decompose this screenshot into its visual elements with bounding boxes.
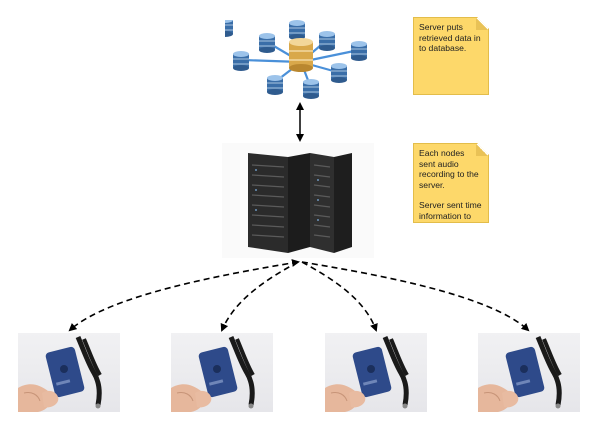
note-database-text: Server puts retrieved data in to databas… <box>419 22 481 53</box>
node-photo-4 <box>478 333 580 412</box>
central-database-icon <box>289 38 313 72</box>
recording-node-icon <box>478 336 562 412</box>
server-rack-image <box>222 143 374 258</box>
node-photo-3 <box>325 333 427 412</box>
server-rack-icon <box>248 153 352 253</box>
db-cylinder <box>225 20 233 37</box>
connector-node-3 <box>301 261 378 332</box>
connector-node-1 <box>68 259 300 332</box>
connector-node-2 <box>220 261 299 332</box>
node-photo-1 <box>18 333 120 412</box>
recording-node-icon <box>171 336 255 412</box>
node-photo-2 <box>171 333 273 412</box>
recording-node-icon <box>325 336 409 412</box>
note-server: Each nodes sent audio recording to the s… <box>413 143 489 223</box>
connector-node-4 <box>301 261 530 332</box>
note-database: Server puts retrieved data in to databas… <box>413 17 489 95</box>
recording-node-icon <box>18 336 102 412</box>
database-network-icon <box>225 20 368 100</box>
note-server-text-1: Each nodes sent audio recording to the s… <box>419 148 479 190</box>
